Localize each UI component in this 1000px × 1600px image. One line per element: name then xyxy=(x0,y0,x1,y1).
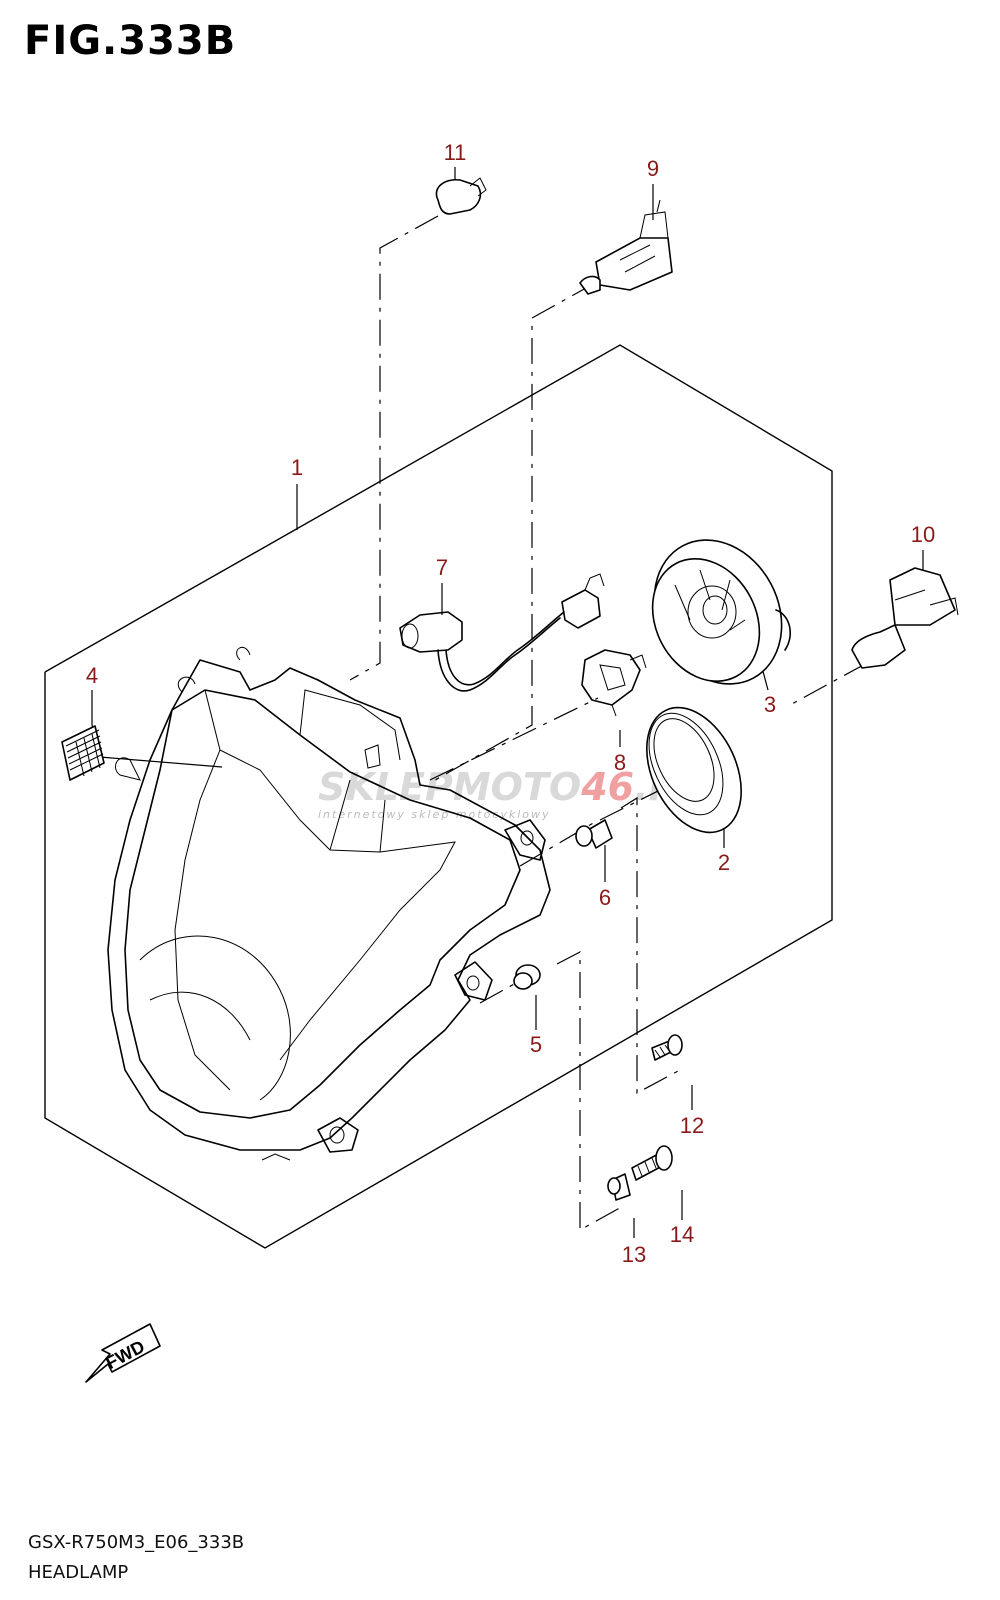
callout-1: 1 xyxy=(291,455,303,480)
leader-line-13-14 xyxy=(556,951,626,1232)
callout-labels: 1 2 3 4 5 6 7 8 9 10 11 12 13 14 xyxy=(86,140,935,1267)
halogen-bulb-h4-part xyxy=(579,199,673,295)
bolt-13-part xyxy=(607,1173,631,1201)
leader-line-9 xyxy=(429,282,596,784)
assembly-frame xyxy=(44,344,833,1249)
screw-12-part xyxy=(651,1034,683,1061)
callout-8: 8 xyxy=(614,750,626,775)
dust-cap-part xyxy=(651,539,792,685)
callout-leader-4 xyxy=(91,690,223,768)
callout-4: 4 xyxy=(86,663,98,688)
halogen-bulb-h7-part xyxy=(851,567,959,669)
callout-2: 2 xyxy=(718,850,730,875)
svg-text:SKLEPMOTO46.PL: SKLEPMOTO46.PL xyxy=(318,765,701,809)
socket-harness-part xyxy=(399,573,605,692)
callout-5: 5 xyxy=(530,1032,542,1057)
callout-3: 3 xyxy=(764,692,776,717)
callout-6: 6 xyxy=(599,885,611,910)
model-code: GSX-R750M3_E06_333B xyxy=(28,1532,245,1553)
leader-line-2 xyxy=(599,779,681,821)
wedge-bulb-part xyxy=(435,177,487,215)
figure-name: HEADLAMP xyxy=(28,1562,129,1583)
watermark-accent: 46 xyxy=(580,765,634,809)
leader-line-10 xyxy=(789,662,868,706)
callout-9: 9 xyxy=(647,156,659,181)
callout-10: 10 xyxy=(911,522,935,547)
callout-13: 13 xyxy=(622,1242,646,1267)
grommet-5-part xyxy=(513,964,541,990)
watermark-mid: MOTO xyxy=(453,765,581,809)
seal-ring-part xyxy=(646,706,742,834)
headlamp-housing-part xyxy=(107,646,551,1161)
forward-direction-arrow: FWD xyxy=(85,1323,161,1383)
watermark: SKLEPMOTO46.PL internetowy sklep motocyk… xyxy=(318,765,701,821)
callout-12: 12 xyxy=(680,1113,704,1138)
bulb-socket-part xyxy=(581,649,647,717)
leader-line-5 xyxy=(479,977,526,1004)
callout-14: 14 xyxy=(670,1222,694,1247)
watermark-tagline: internetowy sklep motocyklowy xyxy=(318,808,551,821)
grommet-6-part xyxy=(575,819,613,849)
screw-14-part xyxy=(631,1145,673,1181)
callout-11: 11 xyxy=(444,140,467,165)
reflector-sticker-part xyxy=(61,725,105,781)
leader-line-11 xyxy=(349,215,439,681)
figure-title: FIG.333B xyxy=(24,18,237,64)
leader-line-12 xyxy=(620,796,681,1095)
callout-7: 7 xyxy=(436,555,448,580)
leader-line-8 xyxy=(429,697,599,781)
